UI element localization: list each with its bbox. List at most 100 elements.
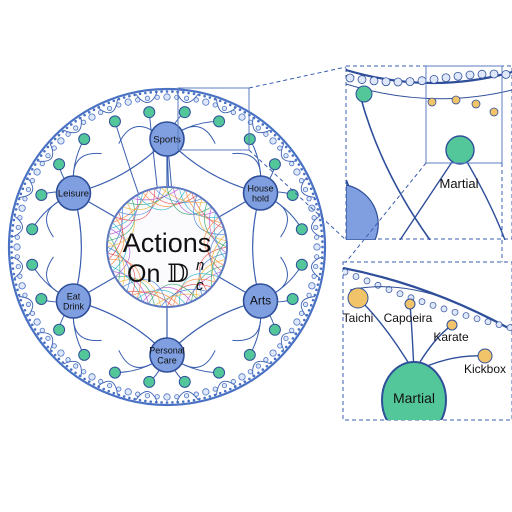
mid-node	[295, 223, 308, 236]
boundary-dot	[198, 93, 201, 97]
tiling-arc	[108, 211, 123, 260]
boundary-dot	[25, 313, 29, 317]
zoom-bead	[451, 308, 459, 316]
boundary-dot	[213, 97, 217, 101]
boundary-bead	[98, 378, 104, 385]
boundary-dot	[277, 137, 281, 141]
boundary-bead	[212, 102, 218, 108]
boundary-bead	[289, 161, 295, 167]
tiling-arc	[209, 228, 225, 278]
mid-node	[143, 375, 156, 388]
zoom-connector-bottom	[248, 149, 347, 241]
boundary-dot	[78, 374, 82, 378]
boundary-bead	[45, 153, 51, 159]
boundary-dot	[208, 96, 212, 99]
mid-node	[108, 115, 121, 128]
tiling-arc	[107, 246, 131, 292]
boundary-dot	[33, 163, 37, 166]
category-node-circle	[242, 175, 279, 211]
tiling-arc	[185, 189, 222, 223]
boundary-bead	[313, 263, 319, 270]
boundary-dot	[69, 123, 73, 126]
boundary-bead	[154, 94, 160, 100]
boundary-dot	[315, 288, 318, 292]
mid-node	[78, 348, 91, 361]
boundary-dot	[309, 303, 313, 307]
mid-node	[35, 293, 48, 306]
boundary-dot	[78, 116, 82, 120]
category-nodes: SportsHouseholdArtsPersonalCareEatDrinkL…	[55, 121, 279, 373]
boundary-dot	[307, 308, 311, 312]
boundary-bead	[183, 95, 190, 101]
mid-node	[178, 106, 191, 119]
boundary-dot	[122, 395, 126, 398]
zoom-bottom-martial-label: Martial	[393, 390, 435, 406]
boundary-bead	[73, 363, 79, 369]
boundary-dot	[213, 393, 217, 397]
tiling-arc	[142, 287, 192, 303]
boundary-dot	[92, 108, 96, 112]
boundary-dot	[320, 261, 323, 265]
boundary-dot	[133, 93, 136, 97]
boundary-bead	[269, 349, 277, 357]
boundary-dot	[14, 208, 18, 211]
tiling-arc	[107, 198, 136, 242]
tiling-arc	[211, 234, 226, 283]
boundary-bead	[81, 369, 87, 375]
boundary-bead	[255, 363, 261, 369]
edge-arc-outer	[300, 296, 315, 317]
zoom-bead	[369, 76, 379, 86]
boundary-dot	[39, 337, 43, 340]
zoom-green-node	[355, 85, 373, 103]
boundary-bead	[25, 186, 32, 193]
boundary-dot	[11, 267, 15, 270]
boundary-dot	[10, 256, 14, 260]
boundary-dot	[149, 91, 153, 94]
boundary-dot	[218, 391, 222, 395]
edge-arc-outer	[176, 391, 199, 403]
boundary-bead	[283, 153, 289, 159]
tiling-arc	[203, 202, 227, 248]
boundary-bead	[116, 102, 122, 108]
mid-node	[35, 188, 48, 201]
boundary-dot	[138, 398, 142, 402]
boundary-bead	[263, 357, 269, 363]
tiling-arc	[107, 206, 124, 254]
boundary-dot	[53, 353, 57, 357]
zoom-bead	[417, 76, 427, 86]
boundary-bead	[308, 282, 316, 290]
tiling-arc	[142, 191, 192, 207]
zoom-bead	[343, 268, 349, 276]
tiling-arc	[160, 187, 208, 204]
edge-arc-outer	[36, 332, 54, 351]
tiling-arc	[210, 240, 227, 288]
boundary-bead	[302, 186, 309, 193]
mid-ring-nodes	[26, 106, 308, 388]
boundary-dot	[238, 382, 242, 386]
tiling-arc	[207, 222, 223, 272]
leaf-label-karate: Karate	[433, 330, 469, 344]
boundary-dot	[65, 126, 69, 130]
boundary-bead	[81, 119, 87, 125]
boundary-dot	[107, 389, 111, 393]
boundary-bead	[311, 215, 317, 221]
boundary-dot	[165, 90, 169, 93]
boundary-bead	[39, 327, 45, 333]
boundary-dot	[61, 361, 65, 364]
boundary-dot	[171, 401, 174, 404]
boundary-dot	[305, 177, 309, 181]
boundary-dot	[57, 357, 61, 361]
boundary-dot	[128, 94, 131, 98]
tiling-arc	[198, 198, 227, 242]
boundary-bead	[18, 204, 26, 212]
boundary-dot	[313, 197, 317, 201]
boundary-bead	[124, 388, 132, 396]
boundary-dot	[269, 130, 273, 133]
mid-node	[26, 258, 39, 271]
boundary-bead	[135, 391, 141, 397]
category-node-leisure: Leisure	[55, 175, 92, 211]
boundary-dot	[265, 364, 269, 368]
zoom-leaf-node	[451, 95, 461, 105]
boundary-dot	[198, 397, 201, 401]
boundary-dot	[281, 349, 284, 353]
